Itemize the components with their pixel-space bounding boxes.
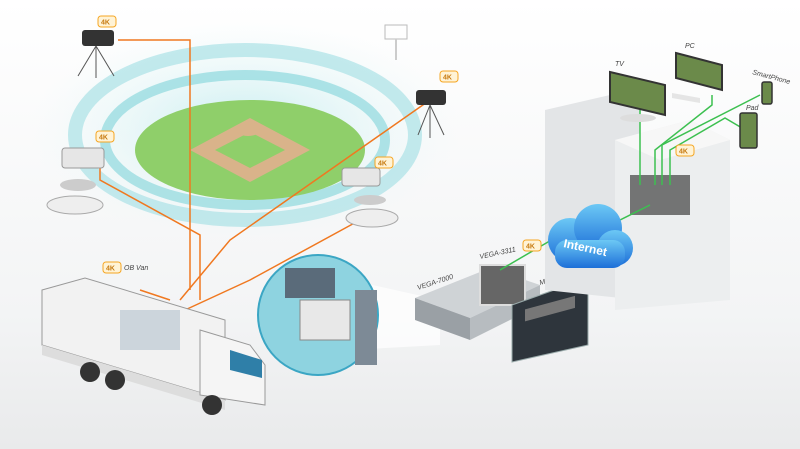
- vega-3311-device: VEGA-3311: [479, 246, 526, 306]
- tv-device: TV: [609, 61, 666, 122]
- 4k-badge-internet: 4K: [522, 239, 542, 252]
- vega-3311-label: VEGA-3311: [479, 246, 517, 261]
- svg-text:4K: 4K: [526, 244, 535, 251]
- 4k-badges: 4K 4K 4K 4K 4K 4K 4K: [95, 15, 695, 274]
- camera-1: [77, 30, 115, 78]
- camera-links: [99, 39, 431, 311]
- buildings: [545, 95, 730, 310]
- ob-van: OB Van: [41, 265, 266, 415]
- pc-device: PC: [672, 43, 723, 103]
- svg-text:4K: 4K: [443, 75, 452, 82]
- svg-text:4K: 4K: [679, 149, 688, 156]
- 4k-badge-camera-1: 4K: [97, 15, 117, 28]
- camera-3: [46, 147, 105, 215]
- 4k-badge-camera-2: 4K: [439, 70, 459, 83]
- control-room-zoom: [257, 254, 440, 376]
- svg-text:4K: 4K: [101, 20, 110, 27]
- pad-label: Pad: [746, 105, 760, 112]
- svg-text:4K: 4K: [106, 266, 115, 273]
- 4k-badge-building: 4K: [675, 144, 695, 157]
- 4k-badge-camera-3: 4K: [95, 130, 115, 143]
- camera-2: [416, 90, 446, 138]
- internet-cloud: Internet: [548, 204, 633, 268]
- tv-label: TV: [615, 61, 625, 68]
- svg-text:4K: 4K: [378, 161, 387, 168]
- svg-text:4K: 4K: [99, 135, 108, 142]
- camera-4: [341, 167, 399, 228]
- pc-label: PC: [685, 43, 696, 50]
- ob-van-label: OB Van: [124, 265, 148, 272]
- pad-device: Pad: [739, 105, 760, 149]
- 4k-badge-ob-van: 4K: [102, 261, 122, 274]
- smartphone-device: SmartPhone: [751, 69, 791, 105]
- 4k-badge-camera-4: 4K: [374, 156, 394, 169]
